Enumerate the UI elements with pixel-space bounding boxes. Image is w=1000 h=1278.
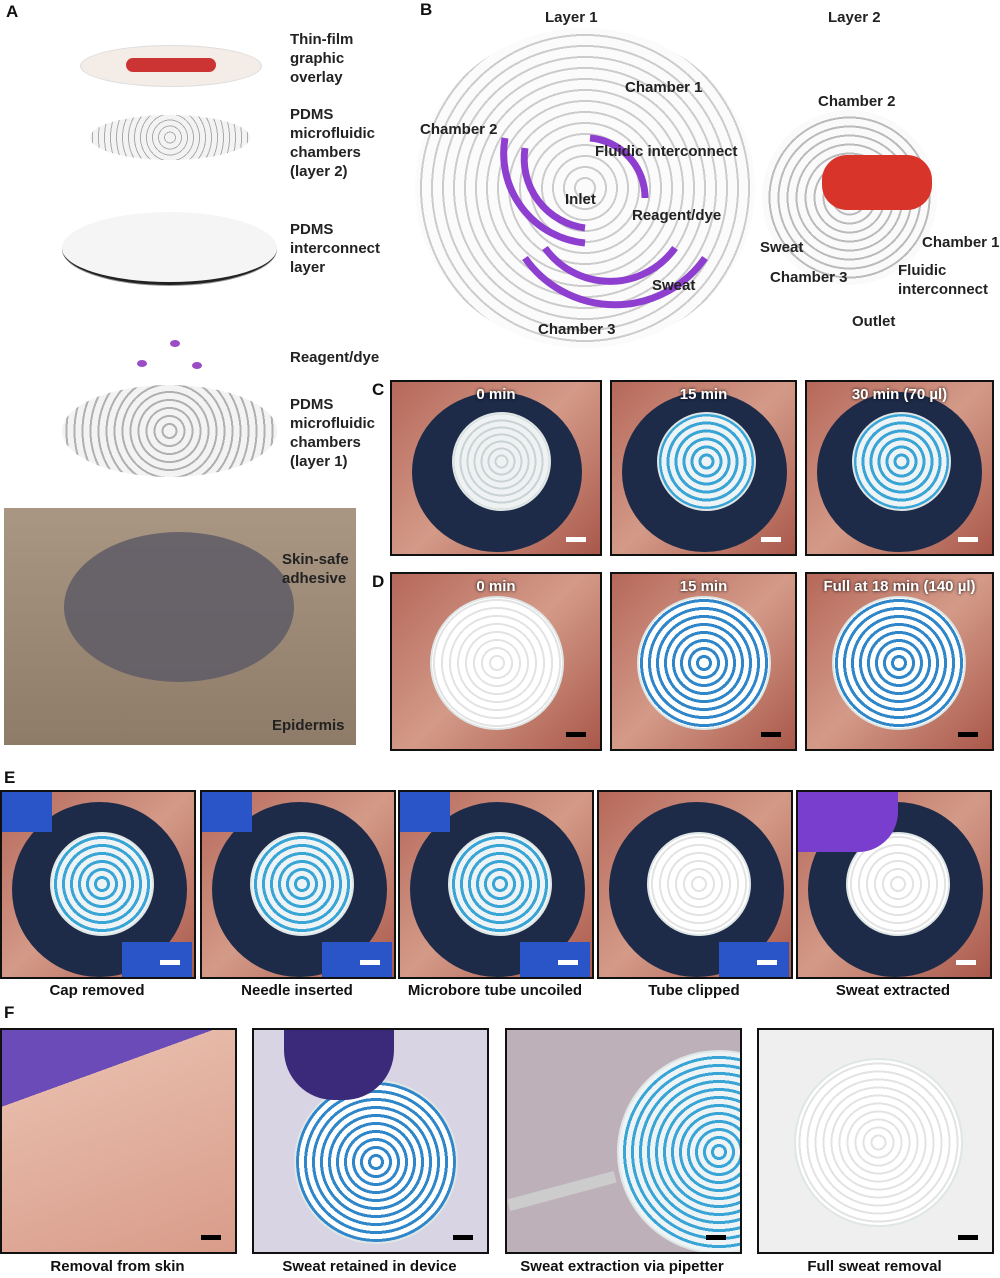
epidermis-illustration — [4, 508, 356, 745]
panel-label-a: A — [6, 2, 19, 21]
caption-removal: Removal from skin — [50, 1258, 185, 1275]
layer1-diagram — [415, 28, 755, 348]
graphic-overlay-layer — [80, 45, 262, 87]
l1-chamber3: Chamber 3 — [538, 321, 616, 338]
caption-tube-uncoiled: Microbore tube uncoiled — [407, 982, 583, 999]
caption-sweat-extracted: Sweat extracted — [835, 982, 951, 999]
caption-tube-clipped: Tube clipped — [648, 982, 740, 999]
photo-c-0min: 0 min — [390, 380, 602, 556]
label-reagent: Reagent/dye — [290, 349, 380, 366]
l2-sweat: Sweat — [760, 239, 804, 256]
l2-outlet: Outlet — [852, 313, 896, 330]
caption-cap-removed: Cap removed — [49, 982, 145, 999]
label-adhesive: Skin-safe adhesive — [282, 551, 349, 587]
caption-pipetter: Sweat extraction via pipetter — [520, 1258, 724, 1275]
layer1-title: Layer 1 — [545, 9, 598, 26]
caption-full-removal: Full sweat removal — [807, 1258, 942, 1275]
pdms-layer-1 — [62, 385, 277, 477]
l2-chamber1: Chamber 1 — [922, 234, 1000, 251]
panel-label-d: D — [372, 572, 385, 591]
layer2-title: Layer 2 — [828, 9, 881, 26]
panel-label-e: E — [4, 768, 16, 787]
photo-e-cap-removed — [0, 790, 196, 979]
photo-d-15min: 15 min — [610, 572, 797, 751]
caption-retained: Sweat retained in device — [282, 1258, 457, 1275]
panel-label-f: F — [4, 1003, 15, 1022]
l2-fluidic: Fluidic interconnect — [898, 262, 989, 298]
photo-f-pipetter — [505, 1028, 742, 1254]
pdms-layer-2 — [90, 115, 250, 160]
caption-needle-inserted: Needle inserted — [241, 982, 353, 999]
photo-d-0min: 0 min — [390, 572, 602, 751]
photo-f-retained — [252, 1028, 489, 1254]
label-pdms-layer2: PDMS microfluidic chambers (layer 2) — [290, 106, 376, 180]
label-pdms-layer1: PDMS microfluidic chambers (layer 1) — [290, 396, 376, 470]
photo-f-removal — [0, 1028, 237, 1254]
panel-label-c: C — [372, 380, 385, 399]
l1-chamber1: Chamber 1 — [625, 79, 703, 96]
photo-c-15min: 15 min — [610, 380, 797, 556]
photo-e-tube-clipped — [597, 790, 793, 979]
layer2-diagram — [762, 110, 937, 285]
label-interconnect: PDMS interconnect layer — [290, 221, 381, 276]
photo-e-sweat-extracted — [796, 790, 992, 979]
photo-e-needle — [200, 790, 396, 979]
photo-e-tube-uncoiled — [398, 790, 594, 979]
l1-reagent: Reagent/dye — [632, 207, 722, 224]
l1-fluidic: Fluidic interconnect — [595, 143, 738, 160]
label-epidermis: Epidermis — [272, 717, 345, 734]
l1-chamber2: Chamber 2 — [420, 121, 498, 138]
label-graphic-overlay: Thin-film graphic overlay — [290, 31, 354, 86]
panel-label-b: B — [420, 0, 433, 19]
l1-inlet: Inlet — [565, 191, 596, 208]
interconnect-layer — [62, 212, 277, 285]
photo-c-30min: 30 min (70 µl) — [805, 380, 994, 556]
l2-chamber3: Chamber 3 — [770, 269, 848, 286]
l2-chamber2: Chamber 2 — [818, 93, 896, 110]
l1-sweat: Sweat — [652, 277, 696, 294]
photo-f-full-removal — [757, 1028, 994, 1254]
photo-d-full: Full at 18 min (140 µl) — [805, 572, 994, 751]
